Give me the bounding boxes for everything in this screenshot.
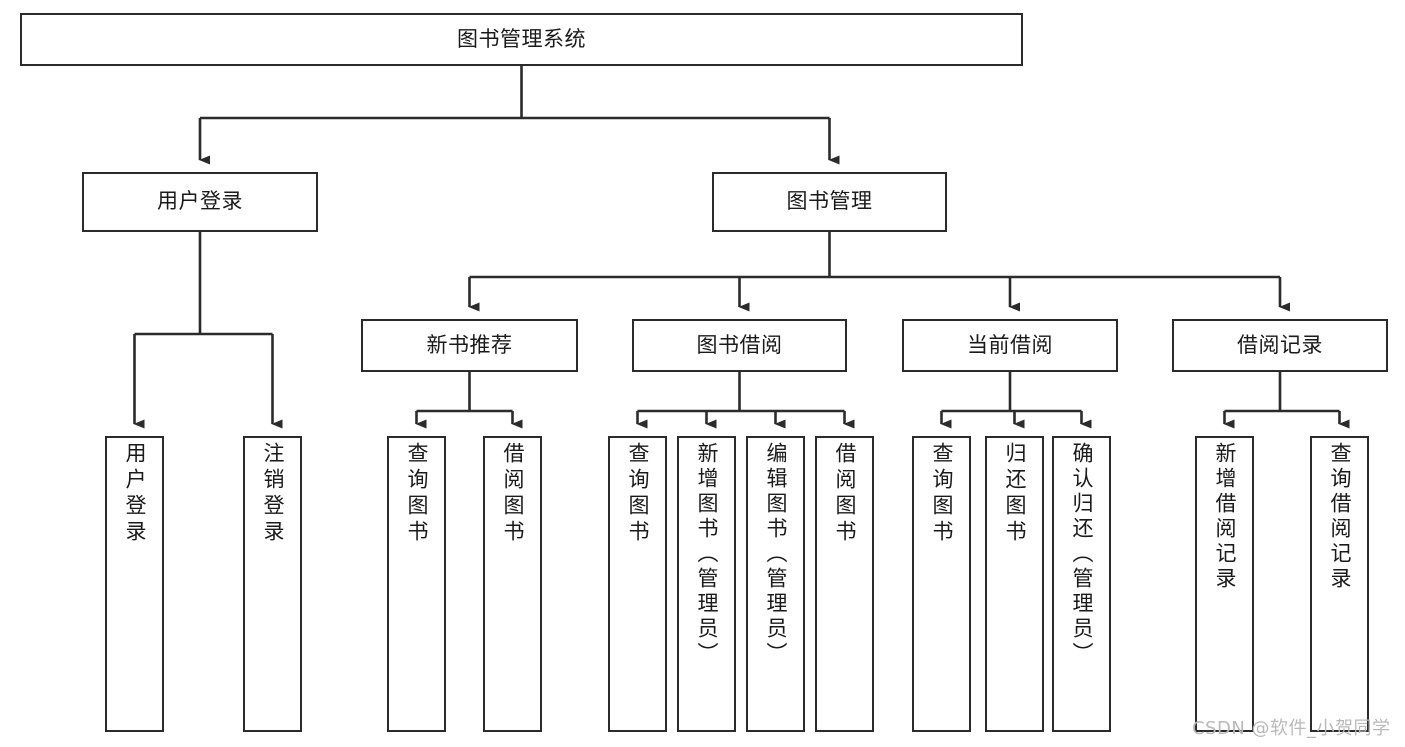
node-new-book-recommend[interactable]: 新书推荐 [361, 319, 578, 372]
leaf-edit-book-admin[interactable]: 编辑图书（管理员） [746, 436, 805, 732]
leaf-query-book-new[interactable]: 查询图书 [387, 436, 446, 732]
leaf-query-book-current-label: 查询图书 [930, 442, 954, 546]
node-root[interactable]: 图书管理系统 [20, 13, 1023, 66]
node-book-manage-label: 图书管理 [786, 189, 873, 214]
leaf-query-borrow-record[interactable]: 查询借阅记录 [1310, 436, 1369, 732]
leaf-borrow-book-new-label: 借阅图书 [501, 442, 525, 546]
node-book-borrow-label: 图书借阅 [696, 332, 783, 357]
node-book-borrow[interactable]: 图书借阅 [632, 319, 847, 372]
leaf-borrow-book-new[interactable]: 借阅图书 [483, 436, 542, 732]
node-book-manage[interactable]: 图书管理 [712, 172, 947, 232]
node-current-borrow[interactable]: 当前借阅 [902, 319, 1118, 372]
leaf-confirm-return-admin[interactable]: 确认归还（管理员） [1052, 436, 1111, 732]
node-root-label: 图书管理系统 [457, 26, 586, 51]
node-user-login-label: 用户登录 [157, 189, 243, 214]
leaf-add-book-admin-label: 新增图书（管理员） [695, 442, 719, 667]
leaf-add-borrow-record[interactable]: 新增借阅记录 [1195, 436, 1254, 732]
leaf-user-login-label: 用户登录 [123, 442, 147, 546]
leaf-borrow-book[interactable]: 借阅图书 [815, 436, 874, 732]
node-borrow-record[interactable]: 借阅记录 [1172, 319, 1388, 372]
leaf-return-book-label: 归还图书 [1003, 442, 1027, 546]
leaf-add-borrow-record-label: 新增借阅记录 [1213, 442, 1237, 592]
node-new-book-recommend-label: 新书推荐 [426, 332, 513, 357]
leaf-return-book[interactable]: 归还图书 [985, 436, 1044, 732]
leaf-query-book-borrow[interactable]: 查询图书 [608, 436, 667, 732]
node-current-borrow-label: 当前借阅 [967, 332, 1053, 357]
leaf-user-login[interactable]: 用户登录 [105, 436, 164, 732]
leaf-edit-book-admin-label: 编辑图书（管理员） [764, 442, 788, 667]
leaf-query-book-new-label: 查询图书 [405, 442, 429, 546]
node-user-login[interactable]: 用户登录 [82, 172, 318, 232]
node-borrow-record-label: 借阅记录 [1237, 332, 1323, 357]
leaf-add-book-admin[interactable]: 新增图书（管理员） [677, 436, 736, 732]
leaf-borrow-book-label: 借阅图书 [833, 442, 857, 546]
leaf-query-borrow-record-label: 查询借阅记录 [1328, 442, 1352, 592]
leaf-logout-login[interactable]: 注销登录 [243, 436, 302, 732]
leaf-query-book-borrow-label: 查询图书 [626, 442, 650, 546]
leaf-logout-login-label: 注销登录 [261, 442, 285, 546]
connector-lines [133, 66, 1350, 429]
leaf-confirm-return-admin-label: 确认归还（管理员） [1070, 442, 1094, 667]
leaf-query-book-current[interactable]: 查询图书 [912, 436, 971, 732]
